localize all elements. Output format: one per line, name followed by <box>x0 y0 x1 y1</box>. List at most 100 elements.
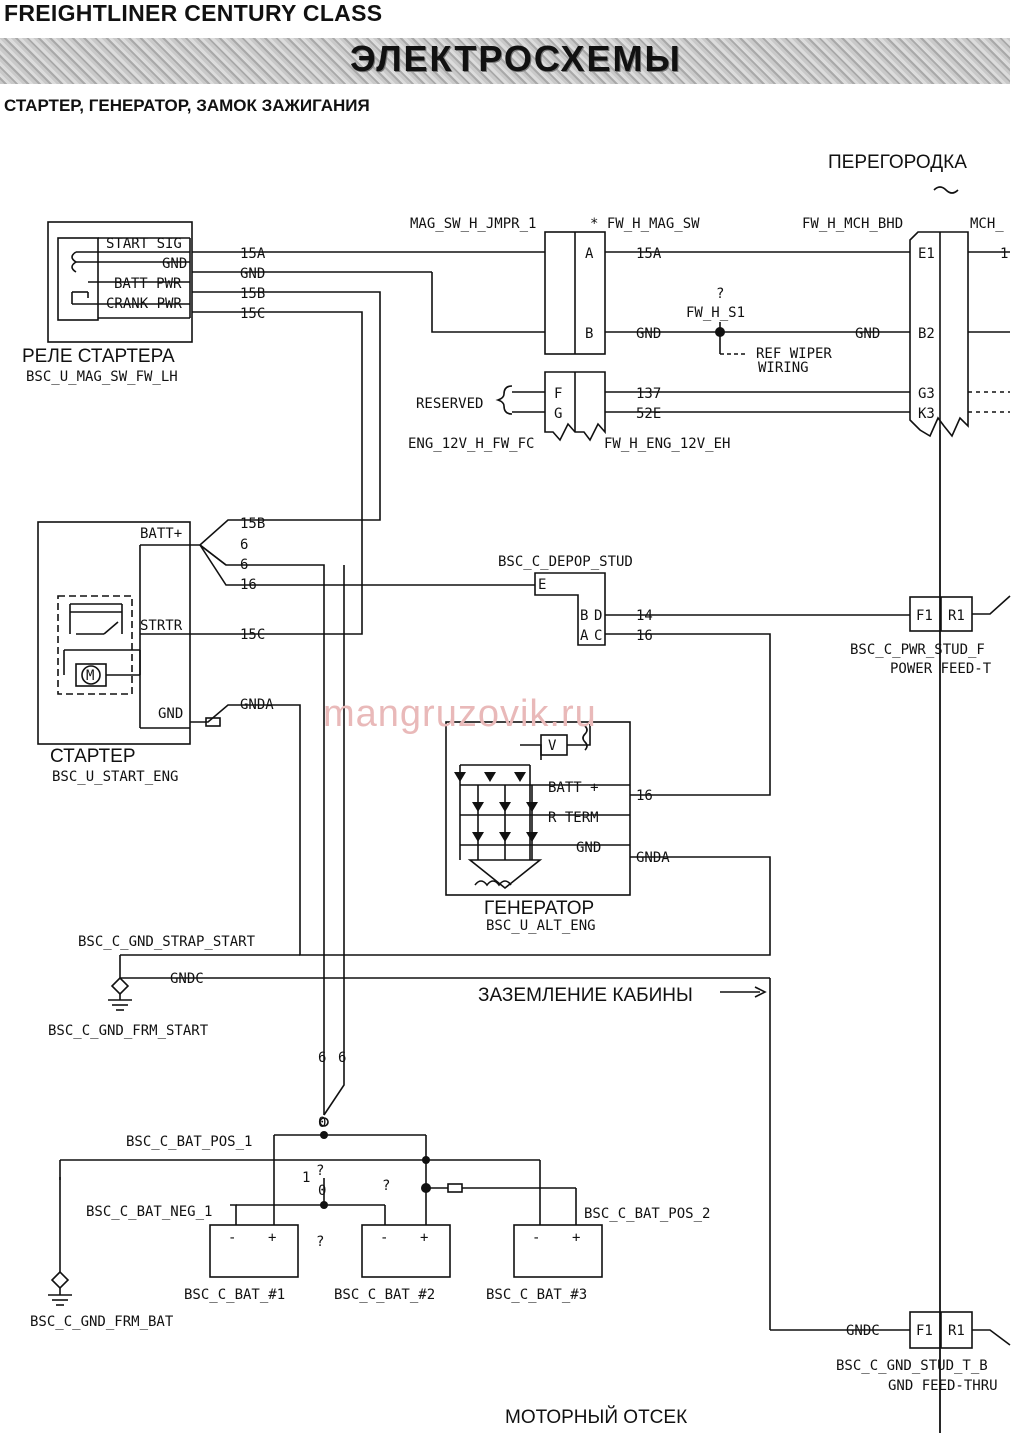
starter-pin-batt: BATT+ <box>140 526 182 542</box>
wire-16-alt: 16 <box>636 788 653 804</box>
wire-14: 14 <box>636 608 653 624</box>
wire-15a: 15A <box>240 246 266 262</box>
starter-relay <box>47 221 193 343</box>
junction-dots <box>320 327 725 1209</box>
depop-pin-e: E <box>538 577 546 593</box>
wire-16: 16 <box>240 577 257 593</box>
splice-question: ? <box>716 286 724 302</box>
bhd-pin-g3: G3 <box>918 386 935 402</box>
wire-15c-starter: 15C <box>240 627 265 643</box>
label-gnd-feed: GND FEED-THRU <box>888 1378 998 1394</box>
starter-pin-strtr: STRTR <box>140 618 183 634</box>
wire-52e: 52E <box>636 406 661 422</box>
wire-6-d: 6 <box>338 1050 346 1066</box>
bhd-pin-b2: B2 <box>918 326 935 342</box>
battery-3-label: BSC_C_BAT_#3 <box>486 1287 587 1303</box>
depop-pin-d: D <box>594 608 602 624</box>
mark-q-3: ? <box>316 1234 324 1250</box>
pin-b: B <box>585 326 593 342</box>
wire-gnda: GNDA <box>240 697 274 713</box>
gnd-stud <box>909 1311 1011 1349</box>
wire-6-b: 6 <box>240 557 248 573</box>
power-stud <box>909 595 1011 632</box>
depop-pin-a: A <box>580 628 589 644</box>
wire-15c: 15C <box>240 306 265 322</box>
label-power-feed: POWER FEED-T <box>890 661 992 677</box>
starter-title: СТАРТЕР <box>50 746 136 767</box>
bat3-pos: + <box>572 1230 580 1246</box>
mark-q-1: ? <box>316 1163 324 1179</box>
starter <box>37 291 771 1115</box>
pin-a: A <box>585 246 594 262</box>
pwr-stud-f1: F1 <box>916 608 933 624</box>
reserved-label: RESERVED <box>416 396 483 412</box>
label-bat-pos-1: BSC_C_BAT_POS_1 <box>126 1134 252 1150</box>
wire-6-c: 6 <box>318 1050 326 1066</box>
depop-stud <box>534 572 910 796</box>
relay-title: РЕЛЕ СТАРТЕРА <box>22 346 175 367</box>
wire-6-a: 6 <box>240 537 248 553</box>
wire-gndc-stud: GNDC <box>846 1323 880 1339</box>
zone-bulkhead: ПЕРЕГОРОДКА <box>828 152 967 173</box>
starter-pin-gnd: GND <box>158 706 183 722</box>
alternator-code: BSC_U_ALT_ENG <box>486 918 596 934</box>
bat2-neg: - <box>380 1230 388 1246</box>
alt-pin-gnd: GND <box>576 840 601 856</box>
gnd-stud-f1: F1 <box>916 1323 933 1339</box>
battery-2 <box>361 1224 451 1278</box>
wire-gndc: GNDC <box>170 971 204 987</box>
zone-cab-ground: ЗАЗЕМЛЕНИЕ КАБИНЫ <box>478 985 693 1006</box>
zone-engine-bay: МОТОРНЫЙ ОТСЕК <box>505 1406 687 1428</box>
label-eng12-right: FW_H_ENG_12V_EH <box>604 436 730 452</box>
bhd-pin-k3: K3 <box>918 406 935 422</box>
motor-label: M <box>86 668 94 684</box>
relay-pin-batt-pwr: BATT PWR <box>114 276 182 292</box>
label-pwr-stud: BSC_C_PWR_STUD_F <box>850 642 985 658</box>
depop-pin-c: C <box>594 628 602 644</box>
ref-wiper-2: WIRING <box>758 360 809 376</box>
splice-label: FW_H_S1 <box>686 305 745 321</box>
wire-gnd-bhd: GND <box>855 326 880 342</box>
page-subtitle: СТАРТЕР, ГЕНЕРАТОР, ЗАМОК ЗАЖИГАНИЯ <box>4 96 370 115</box>
label-gnd-stud: BSC_C_GND_STUD_T_B <box>836 1358 988 1374</box>
bat3-neg: - <box>532 1230 540 1246</box>
depop-pin-b: B <box>580 608 588 624</box>
wire-15a-right: 15A <box>636 246 662 262</box>
battery-3 <box>513 1224 603 1278</box>
mark-zero-2: 0 <box>318 1183 326 1199</box>
label-eng12-left: ENG_12V_H_FW_FC <box>408 436 534 452</box>
label-gnd-frm-start: BSC_C_GND_FRM_START <box>48 1023 209 1039</box>
wire-15b-starter: 15B <box>240 516 265 532</box>
wire-16-depop: 16 <box>636 628 653 644</box>
label-mag-sw: * FW_H_MAG_SW <box>590 216 700 232</box>
section-banner <box>0 38 1010 84</box>
bulkhead-connector <box>909 186 969 438</box>
label-bat-pos-2: BSC_C_BAT_POS_2 <box>584 1206 710 1222</box>
relay-pin-start-sig: START SIG <box>106 236 182 252</box>
alt-pin-r-term: R TERM <box>548 810 599 826</box>
brand-title: FREIGHTLINER CENTURY CLASS <box>4 0 383 26</box>
starter-code: BSC_U_START_ENG <box>52 769 178 785</box>
regulator-label: V <box>548 738 557 754</box>
bhd-pin-e1: E1 <box>918 246 935 262</box>
wire-1-right: 1 <box>1000 246 1008 262</box>
alternator-diodes <box>454 772 538 842</box>
wire-15b: 15B <box>240 286 265 302</box>
alternator <box>445 721 631 896</box>
gnd-stud-r1: R1 <box>948 1323 965 1339</box>
ref-wiper-1: REF WIPER <box>756 346 832 362</box>
label-depop: BSC_C_DEPOP_STUD <box>498 554 633 570</box>
wire-gnda-alt: GNDA <box>636 850 670 866</box>
battery-1 <box>209 1224 299 1278</box>
label-mch-bhd: FW_H_MCH_BHD <box>802 216 903 232</box>
wire-1: 1 <box>302 1170 310 1186</box>
top-wiring <box>192 251 1010 413</box>
wire-gnd-right: GND <box>636 326 661 342</box>
ground-wiring <box>108 954 910 1331</box>
alternator-title: ГЕНЕРАТОР <box>484 898 594 919</box>
relay-code: BSC_U_MAG_SW_FW_LH <box>26 369 178 385</box>
label-gnd-strap: BSC_C_GND_STRAP_START <box>78 934 256 950</box>
bat1-neg: - <box>228 1230 236 1246</box>
wire-137: 137 <box>636 386 661 402</box>
